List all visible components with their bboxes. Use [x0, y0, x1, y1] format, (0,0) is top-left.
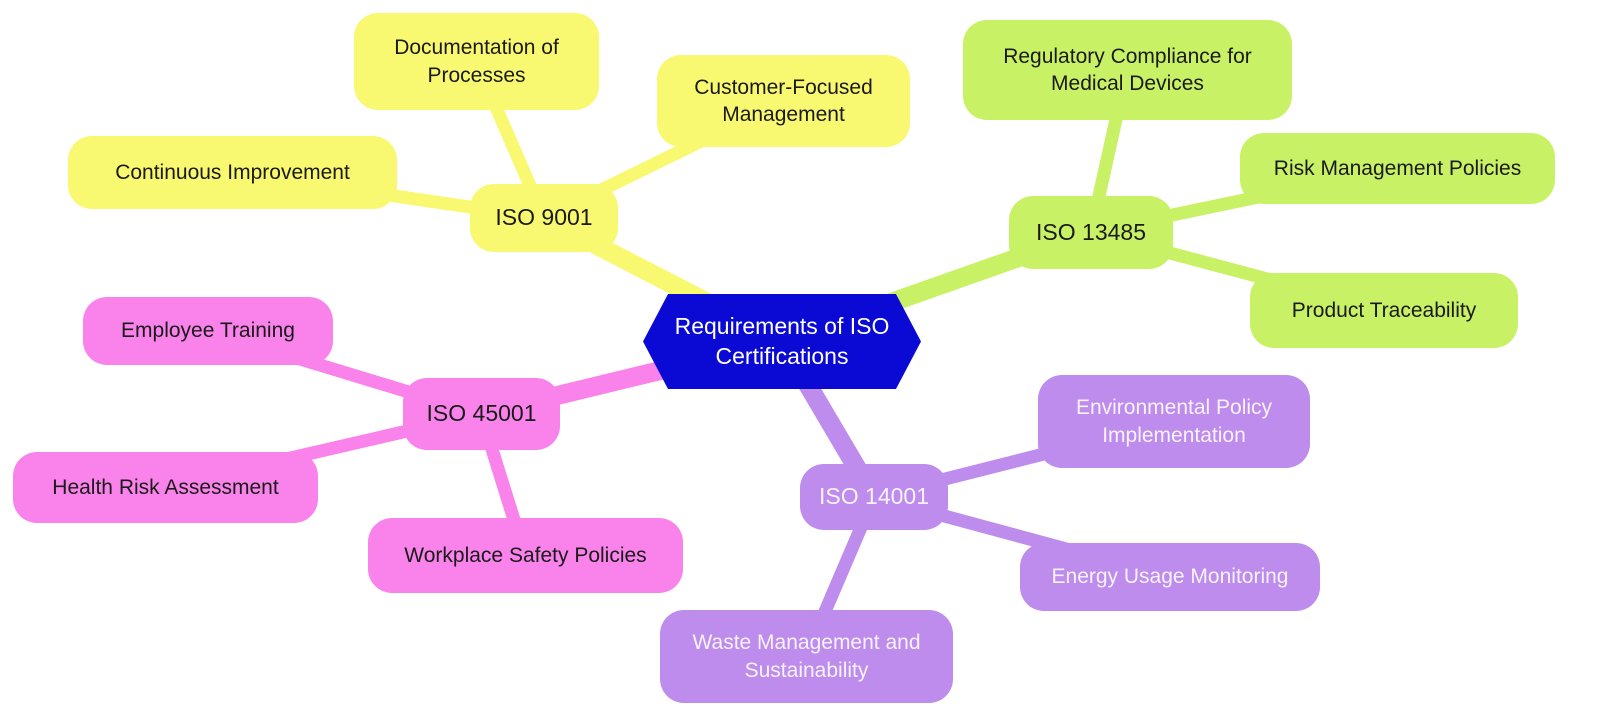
- leaf-node-employee-training: Employee Training: [83, 297, 333, 365]
- leaf-node-energy-usage-monitoring: Energy Usage Monitoring: [1020, 543, 1320, 611]
- leaf-node-risk-management-policies: Risk Management Policies: [1240, 133, 1555, 204]
- leaf-node-regulatory-compliance-medical-devices: Regulatory Compliance for Medical Device…: [963, 20, 1292, 120]
- leaf-node-customer-focused-management: Customer-Focused Management: [657, 55, 910, 147]
- leaf-node-product-traceability: Product Traceability: [1250, 273, 1518, 348]
- leaf-node-continuous-improvement: Continuous Improvement: [68, 136, 397, 209]
- branch-node-iso-9001: ISO 9001: [470, 184, 618, 252]
- root-node-requirements-of-iso-certifications: Requirements of ISO Certifications: [643, 294, 921, 389]
- leaf-node-waste-management-sustainability: Waste Management and Sustainability: [660, 610, 953, 703]
- branch-node-iso-45001: ISO 45001: [403, 378, 560, 450]
- branch-node-iso-13485: ISO 13485: [1009, 196, 1173, 269]
- leaf-node-environmental-policy-implementation: Environmental Policy Implementation: [1038, 375, 1310, 468]
- leaf-node-health-risk-assessment: Health Risk Assessment: [13, 452, 318, 523]
- leaf-node-workplace-safety-policies: Workplace Safety Policies: [368, 518, 683, 593]
- branch-node-iso-14001: ISO 14001: [800, 464, 948, 530]
- leaf-node-documentation-of-processes: Documentation of Processes: [354, 13, 599, 110]
